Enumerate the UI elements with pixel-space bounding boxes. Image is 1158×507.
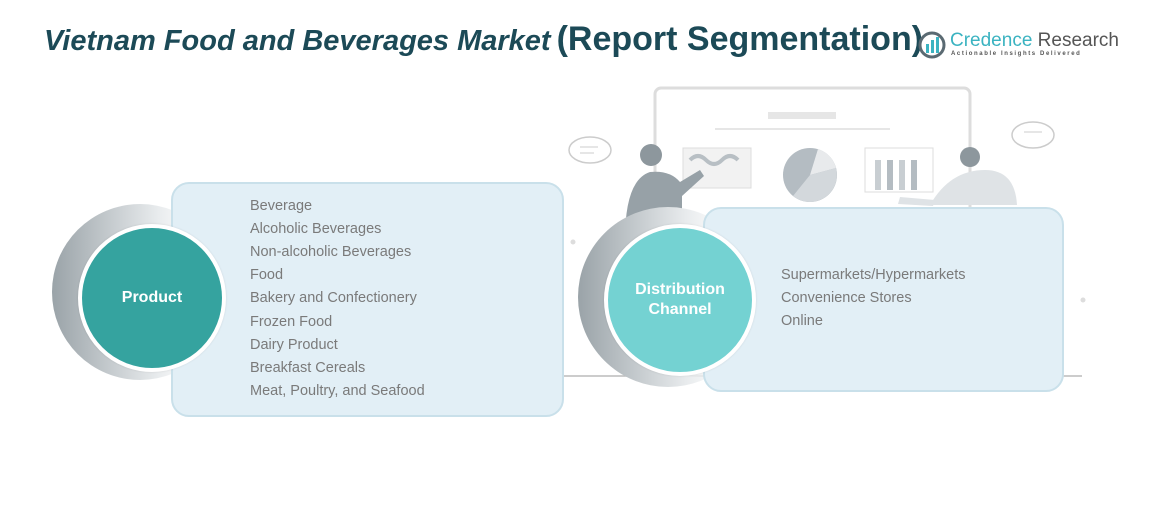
distribution-card bbox=[703, 207, 1064, 392]
distribution-circle: Distribution Channel bbox=[604, 224, 756, 376]
speech-bubble-icon bbox=[1011, 121, 1055, 149]
man-presenter-icon bbox=[898, 147, 1017, 206]
product-item: Bakery and Confectionery bbox=[250, 290, 417, 306]
product-item: Beverage bbox=[250, 198, 313, 214]
logo-tagline: Actionable Insights Delivered bbox=[951, 51, 1082, 57]
logo-chart-icon bbox=[918, 31, 946, 59]
product-item: Meat, Poultry, and Seafood bbox=[250, 383, 425, 399]
product-card bbox=[171, 182, 564, 417]
title-main: Vietnam Food and Beverages Market bbox=[44, 25, 551, 57]
distribution-item: Convenience Stores bbox=[781, 290, 912, 306]
product-circle: Product bbox=[78, 224, 226, 372]
distribution-label-line2: Channel bbox=[648, 301, 712, 318]
distribution-item: Online bbox=[781, 313, 823, 329]
product-item: Breakfast Cereals bbox=[250, 360, 366, 376]
product-item: Dairy Product bbox=[250, 337, 338, 353]
logo-name-b: Research bbox=[1037, 30, 1119, 51]
speech-bubble-icon bbox=[568, 136, 612, 164]
credence-research-logo: Credence Research Actionable Insights De… bbox=[918, 28, 1119, 62]
product-label: Product bbox=[121, 289, 183, 306]
product-item: Non-alcoholic Beverages bbox=[250, 244, 412, 260]
distribution-item: Supermarkets/Hypermarkets bbox=[781, 267, 966, 283]
logo-name-a: Credence bbox=[950, 30, 1033, 51]
title-suffix: (Report Segmentation) bbox=[556, 20, 924, 58]
pie-chart-icon bbox=[783, 148, 837, 202]
product-item: Food bbox=[250, 267, 284, 283]
product-item: Alcoholic Beverages bbox=[250, 221, 382, 237]
product-item: Frozen Food bbox=[250, 314, 333, 330]
distribution-label-line1: Distribution bbox=[635, 281, 725, 298]
page-title: Vietnam Food and Beverages Market(Report… bbox=[44, 20, 923, 59]
